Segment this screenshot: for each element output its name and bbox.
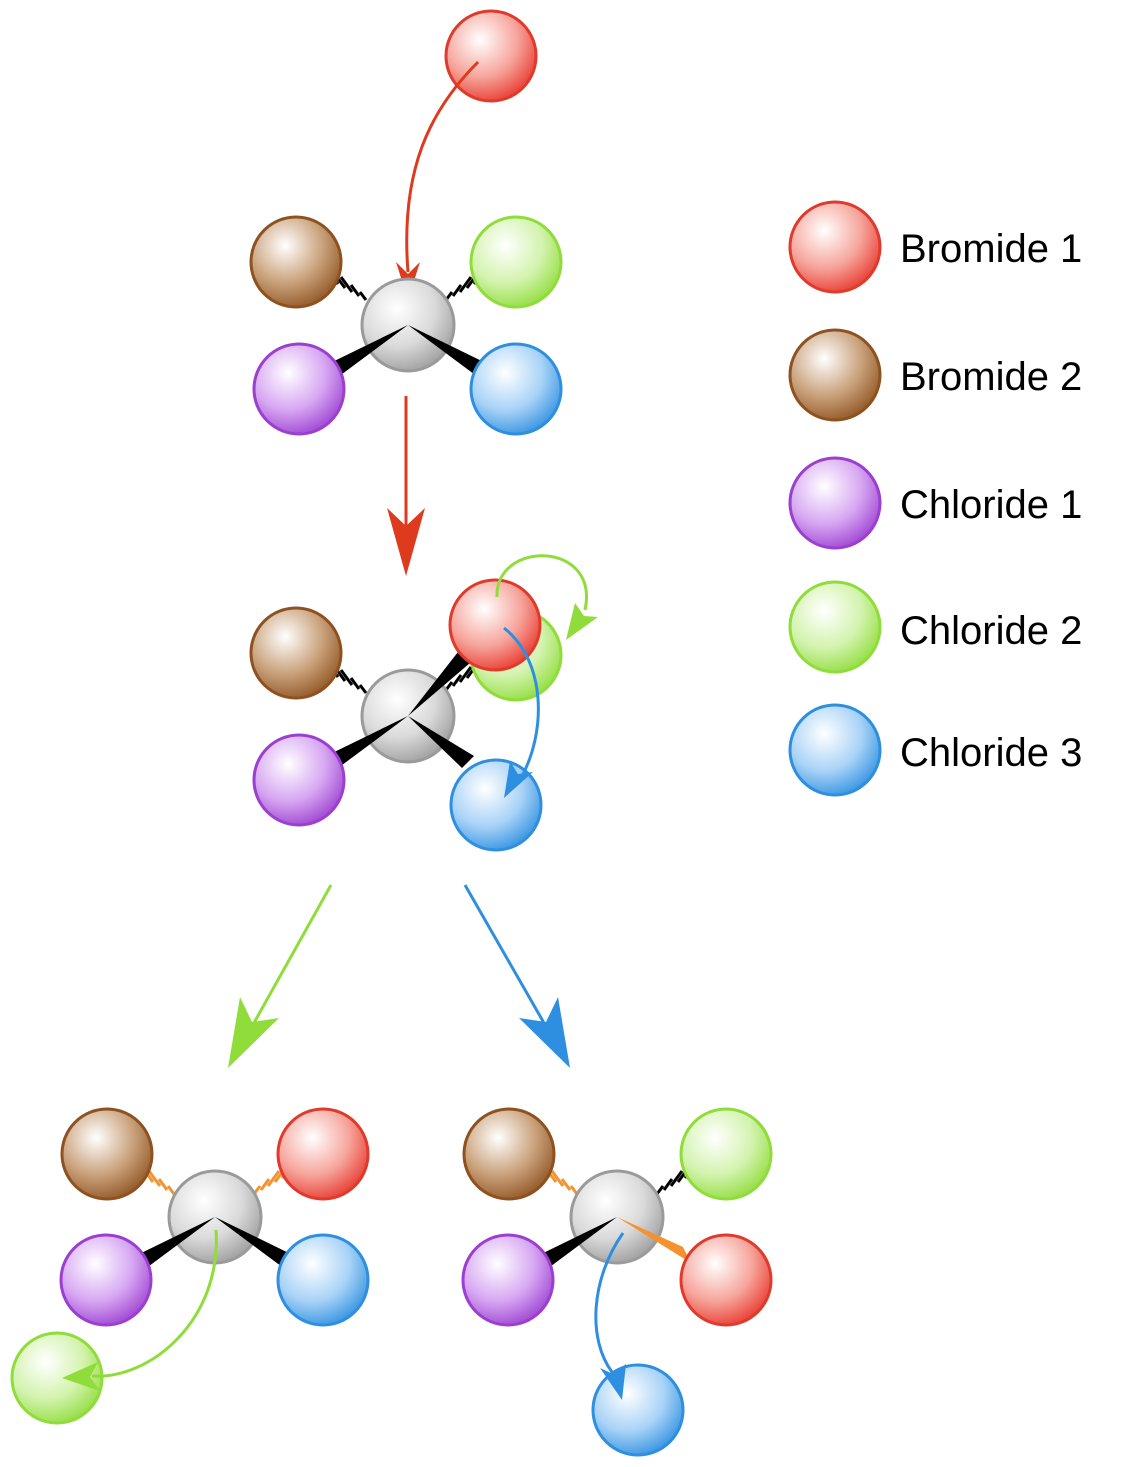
bromide-1-atom — [679, 1233, 773, 1327]
legend-swatch-chloride-3 — [788, 703, 882, 797]
bromide-1-atom — [276, 1107, 370, 1201]
wedge-bond-left — [531, 1217, 617, 1275]
chloride-1-atom — [252, 342, 346, 436]
bromide-2-atom — [249, 215, 343, 309]
legend: Bromide 1 Bromide 2 Chloride 1 Chloride … — [788, 200, 1082, 797]
wedge-bond-left — [322, 716, 408, 774]
wedge-bond-left — [322, 325, 408, 383]
bromide-1-atom — [448, 578, 542, 672]
legend-item-bromide-2: Bromide 2 — [788, 328, 1082, 422]
legend-swatch-chloride-2 — [788, 580, 882, 674]
curly-arrow-green — [495, 554, 598, 640]
bromide-2-atom — [249, 606, 343, 700]
curly-arrow-green-leaving — [62, 1229, 218, 1391]
legend-label-chloride-2: Chloride 2 — [900, 609, 1082, 653]
legend-label-chloride-1: Chloride 1 — [900, 483, 1082, 527]
attack-arrow-red — [396, 60, 480, 300]
reaction-arrow-step-1 — [387, 396, 425, 576]
legend-label-bromide-2: Bromide 2 — [900, 355, 1082, 399]
wedge-bond-left — [129, 1217, 215, 1275]
reaction-arrow-green-branch — [228, 884, 333, 1068]
chloride-2-atom — [679, 1107, 773, 1201]
wedge-bond-right — [408, 716, 474, 768]
chloride-3-atom — [276, 1233, 370, 1327]
legend-item-chloride-3: Chloride 3 — [788, 703, 1082, 797]
molecule-reactant — [249, 215, 563, 436]
incoming-bromide-1 — [444, 9, 538, 103]
chloride-1-atom — [59, 1233, 153, 1327]
chloride-1-atom — [461, 1233, 555, 1327]
legend-swatch-chloride-1 — [788, 456, 882, 550]
legend-item-chloride-1: Chloride 1 — [788, 456, 1082, 550]
wedge-bond-right — [215, 1217, 301, 1275]
legend-label-chloride-3: Chloride 3 — [900, 731, 1082, 775]
bromide-2-atom — [462, 1107, 556, 1201]
chloride-2-leaving-atom — [10, 1331, 104, 1425]
legend-swatch-bromide-1 — [788, 200, 882, 294]
molecule-product-left — [10, 1107, 370, 1425]
molecule-product-right — [461, 1107, 773, 1457]
legend-item-chloride-2: Chloride 2 — [788, 580, 1082, 674]
legend-item-bromide-1: Bromide 1 — [788, 200, 1082, 294]
curly-arrow-blue-leaving — [594, 1232, 626, 1400]
wedge-bond-right — [408, 325, 494, 383]
wedge-bond-new-orange — [617, 1217, 691, 1263]
curly-arrow-blue — [503, 626, 540, 798]
legend-label-bromide-1: Bromide 1 — [900, 227, 1082, 271]
chloride-3-atom — [469, 342, 563, 436]
bromide-2-atom — [60, 1107, 154, 1201]
chloride-2-atom — [469, 215, 563, 309]
chloride-3-leaving-atom — [591, 1363, 685, 1457]
legend-swatch-bromide-2 — [788, 328, 882, 422]
chloride-1-atom — [252, 733, 346, 827]
wedge-bond-to-bromide-1 — [408, 652, 470, 716]
reaction-arrow-blue-branch — [463, 884, 570, 1068]
molecule-intermediate — [249, 554, 598, 852]
